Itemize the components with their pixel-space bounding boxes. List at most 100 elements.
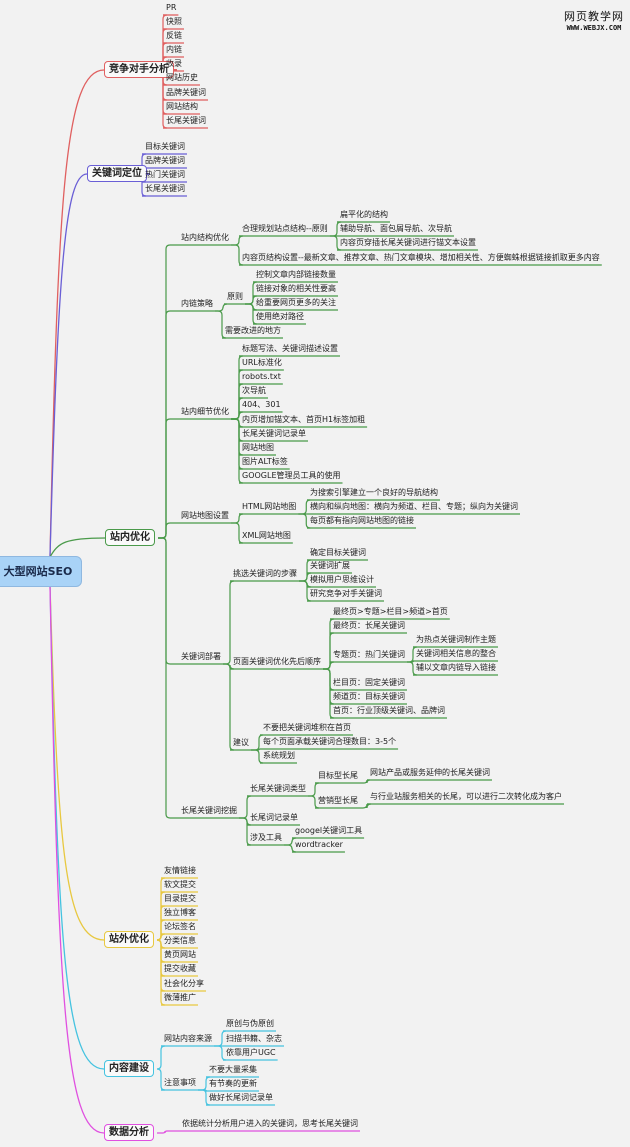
topic-node-competitor-items-7[interactable]: 网站结构 (166, 102, 198, 111)
branch-node-offsite-label[interactable]: 站外优化 (104, 931, 154, 948)
topic-node-onsite-kw-deploy-steps-label[interactable]: 挑选关键词的步骤 (233, 569, 297, 578)
topic-node-onsite-structure-plan-items-0[interactable]: 扁平化的结构 (340, 210, 388, 219)
topic-node-competitor-items-6[interactable]: 品牌关键词 (166, 88, 206, 97)
topic-node-onsite-details-items-5[interactable]: 内页增加锚文本、首页H1标签加粗 (242, 415, 366, 424)
topic-node-offsite-items-1[interactable]: 软文提交 (164, 880, 196, 889)
topic-node-competitor-items-1[interactable]: 快照 (166, 17, 182, 26)
topic-node-onsite-structure-label[interactable]: 站内结构优化 (181, 233, 229, 242)
topic-node-onsite-longtail-types-marketing-label[interactable]: 营销型长尾 (318, 796, 358, 805)
topic-node-onsite-internal-links-principle-items-2[interactable]: 给重要网页更多的关注 (256, 298, 336, 307)
topic-node-competitor-items-3[interactable]: 内链 (166, 45, 182, 54)
branch-node-onsite-label[interactable]: 站内优化 (105, 529, 155, 546)
topic-node-onsite-longtail-label[interactable]: 长尾关键词挖掘 (181, 806, 237, 815)
topic-node-onsite-kw-deploy-advice-label[interactable]: 建议 (233, 738, 249, 747)
topic-node-onsite-details-items-3[interactable]: 次导航 (242, 386, 266, 395)
topic-node-offsite-items-7[interactable]: 提交收藏 (164, 964, 196, 973)
topic-node-offsite-items-6[interactable]: 黄页网站 (164, 950, 196, 959)
topic-node-offsite-items-2[interactable]: 目录提交 (164, 894, 196, 903)
topic-node-onsite-internal-links-improve[interactable]: 需要改进的地方 (225, 326, 281, 335)
topic-node-onsite-sitemap-html-label[interactable]: HTML网站地图 (242, 502, 297, 511)
topic-node-content-sources-items-2[interactable]: 依靠用户UGC (226, 1048, 276, 1057)
topic-node-onsite-sitemap-xml[interactable]: XML网站地图 (242, 531, 291, 540)
topic-node-onsite-details-items-6[interactable]: 长尾关键词记录单 (242, 429, 306, 438)
topic-node-onsite-longtail-tools-label[interactable]: 涉及工具 (250, 833, 282, 842)
branch-node-data-label[interactable]: 数据分析 (104, 1124, 154, 1141)
topic-node-onsite-longtail-tools-items-1[interactable]: wordtracker (295, 840, 343, 849)
topic-node-onsite-kw-deploy-order-topic-items-0[interactable]: 为热点关键词制作主题 (416, 635, 496, 644)
topic-node-onsite-kw-deploy-order-topic-items-1[interactable]: 关键词相关信息的整合 (416, 649, 496, 658)
topic-node-onsite-kw-deploy-label[interactable]: 关键词部署 (181, 652, 221, 661)
topic-node-onsite-structure-content[interactable]: 内容页结构设置--最新文章、推荐文章、热门文章模块、增加相关性、方便蜘蛛根据链接… (242, 253, 600, 262)
root-node[interactable]: 大型网站SEO (0, 556, 82, 587)
topic-node-onsite-sitemap-label[interactable]: 网站地图设置 (181, 511, 229, 520)
topic-node-offsite-items-3[interactable]: 独立博客 (164, 908, 196, 917)
topic-node-content-sources-items-1[interactable]: 扫描书籍、杂志 (226, 1034, 282, 1043)
topic-node-onsite-longtail-tools-items-0[interactable]: googel关键词工具 (295, 826, 363, 835)
topic-node-content-notes-items-2[interactable]: 做好长尾词记录单 (209, 1093, 273, 1102)
topic-node-offsite-items-5[interactable]: 分类信息 (164, 936, 196, 945)
topic-node-offsite-items-9[interactable]: 微薄推广 (164, 993, 196, 1002)
topic-node-onsite-sitemap-html-items-1[interactable]: 横向和纵向地图：横向为频道、栏目、专题；纵向为关键词 (310, 502, 518, 511)
topic-node-onsite-details-items-4[interactable]: 404、301 (242, 400, 281, 409)
topic-node-offsite-items-8[interactable]: 社会化分享 (164, 979, 204, 988)
topic-node-onsite-structure-plan-items-2[interactable]: 内容页穿插长尾关键词进行锚文本设置 (340, 238, 476, 247)
topic-node-onsite-kw-deploy-steps-items-2[interactable]: 模拟用户思维设计 (310, 575, 374, 584)
topic-node-onsite-internal-links-principle-items-3[interactable]: 使用绝对路径 (256, 312, 304, 321)
topic-node-onsite-details-items-1[interactable]: URL标准化 (242, 358, 282, 367)
topic-node-content-sources-items-0[interactable]: 原创与伪原创 (226, 1019, 274, 1028)
topic-node-competitor-items-4[interactable]: 收录 (166, 59, 182, 68)
topic-node-onsite-kw-deploy-advice-items-1[interactable]: 每个页面承载关键词合理数目：3-5个 (263, 737, 397, 746)
topic-node-kw-position-items-2[interactable]: 热门关键词 (145, 170, 185, 179)
branch-node-competitor-label[interactable]: 竞争对手分析 (104, 61, 174, 78)
topic-node-offsite-items-0[interactable]: 友情链接 (164, 866, 196, 875)
topic-node-onsite-details-items-8[interactable]: 图片ALT标签 (242, 457, 288, 466)
topic-node-onsite-kw-deploy-order-items-0[interactable]: 最终页>专题>栏目>频道>首页 (333, 607, 448, 616)
topic-node-content-notes-items-1[interactable]: 有节奏的更新 (209, 1079, 257, 1088)
topic-node-competitor-items-2[interactable]: 反链 (166, 31, 182, 40)
topic-node-onsite-internal-links-principle-label[interactable]: 原则 (227, 292, 243, 301)
topic-node-onsite-kw-deploy-order-items-1[interactable]: 最终页：长尾关键词 (333, 621, 405, 630)
topic-node-kw-position-items-0[interactable]: 目标关键词 (145, 142, 185, 151)
topic-node-onsite-kw-deploy-order-rest-2[interactable]: 首页：行业顶级关键词、品牌词 (333, 706, 445, 715)
topic-node-onsite-details-items-2[interactable]: robots.txt (242, 372, 281, 381)
topic-node-onsite-kw-deploy-advice-items-2[interactable]: 系统规划 (263, 751, 295, 760)
topic-node-kw-position-items-3[interactable]: 长尾关键词 (145, 184, 185, 193)
topic-node-onsite-details-label[interactable]: 站内细节优化 (181, 407, 229, 416)
branch-node-kw-position-label[interactable]: 关键词定位 (87, 165, 147, 182)
topic-node-onsite-longtail-types-marketing-desc[interactable]: 与行业站服务相关的长尾，可以进行二次转化成为客户 (370, 792, 562, 801)
topic-node-onsite-kw-deploy-steps-items-0[interactable]: 确定目标关键词 (310, 548, 366, 557)
topic-node-kw-position-items-1[interactable]: 品牌关键词 (145, 156, 185, 165)
topic-node-onsite-details-items-9[interactable]: GOOGLE管理员工具的使用 (242, 471, 341, 480)
topic-node-competitor-items-0[interactable]: PR (166, 3, 177, 12)
topic-node-onsite-internal-links-label[interactable]: 内链策略 (181, 299, 213, 308)
topic-node-content-sources-label[interactable]: 网站内容来源 (164, 1034, 212, 1043)
topic-node-onsite-sitemap-html-items-0[interactable]: 为搜索引擎建立一个良好的导航结构 (310, 488, 438, 497)
branch-node-content-label[interactable]: 内容建设 (104, 1060, 154, 1077)
topic-node-competitor-items-8[interactable]: 长尾关键词 (166, 116, 206, 125)
topic-node-onsite-kw-deploy-order-rest-0[interactable]: 栏目页：固定关键词 (333, 678, 405, 687)
topic-node-onsite-kw-deploy-steps-items-3[interactable]: 研究竞争对手关键词 (310, 589, 382, 598)
topic-node-onsite-details-items-0[interactable]: 标题写法、关键词描述设置 (242, 344, 338, 353)
topic-node-onsite-kw-deploy-order-topic-items-2[interactable]: 辅以文章内链导入链接 (416, 663, 496, 672)
topic-node-content-notes-items-0[interactable]: 不要大量采集 (209, 1065, 257, 1074)
topic-node-onsite-kw-deploy-order-label[interactable]: 页面关键词优化先后顺序 (233, 657, 321, 666)
topic-node-onsite-structure-plan-label[interactable]: 合理规划站点结构--原则 (242, 224, 328, 233)
topic-node-onsite-longtail-record[interactable]: 长尾词记录单 (250, 813, 298, 822)
topic-node-competitor-items-5[interactable]: 网站历史 (166, 73, 198, 82)
topic-node-content-notes-label[interactable]: 注意事项 (164, 1078, 196, 1087)
topic-node-onsite-kw-deploy-steps-items-1[interactable]: 关键词扩展 (310, 561, 350, 570)
topic-node-data-desc[interactable]: 依据统计分析用户进入的关键词，思考长尾关键词 (182, 1119, 358, 1128)
topic-node-onsite-longtail-types-target-label[interactable]: 目标型长尾 (318, 771, 358, 780)
topic-node-onsite-kw-deploy-order-rest-1[interactable]: 频道页：目标关键词 (333, 692, 405, 701)
topic-node-onsite-internal-links-principle-items-0[interactable]: 控制文章内部链接数量 (256, 270, 336, 279)
topic-node-onsite-sitemap-html-items-2[interactable]: 每页都有指向网站地图的链接 (310, 516, 414, 525)
topic-node-onsite-kw-deploy-order-topic-label[interactable]: 专题页：热门关键词 (333, 650, 405, 659)
topic-node-onsite-internal-links-principle-items-1[interactable]: 链接对象的相关性要高 (256, 284, 336, 293)
topic-node-onsite-longtail-types-label[interactable]: 长尾关键词类型 (250, 784, 306, 793)
topic-node-onsite-structure-plan-items-1[interactable]: 辅助导航、面包屑导航、次导航 (340, 224, 452, 233)
topic-node-onsite-longtail-types-target-desc[interactable]: 网站产品或服务延伸的长尾关键词 (370, 768, 490, 777)
topic-node-offsite-items-4[interactable]: 论坛签名 (164, 922, 196, 931)
connector (251, 748, 261, 751)
topic-node-onsite-details-items-7[interactable]: 网站地图 (242, 443, 274, 452)
topic-node-onsite-kw-deploy-advice-items-0[interactable]: 不要把关键词堆积在首页 (263, 723, 351, 732)
